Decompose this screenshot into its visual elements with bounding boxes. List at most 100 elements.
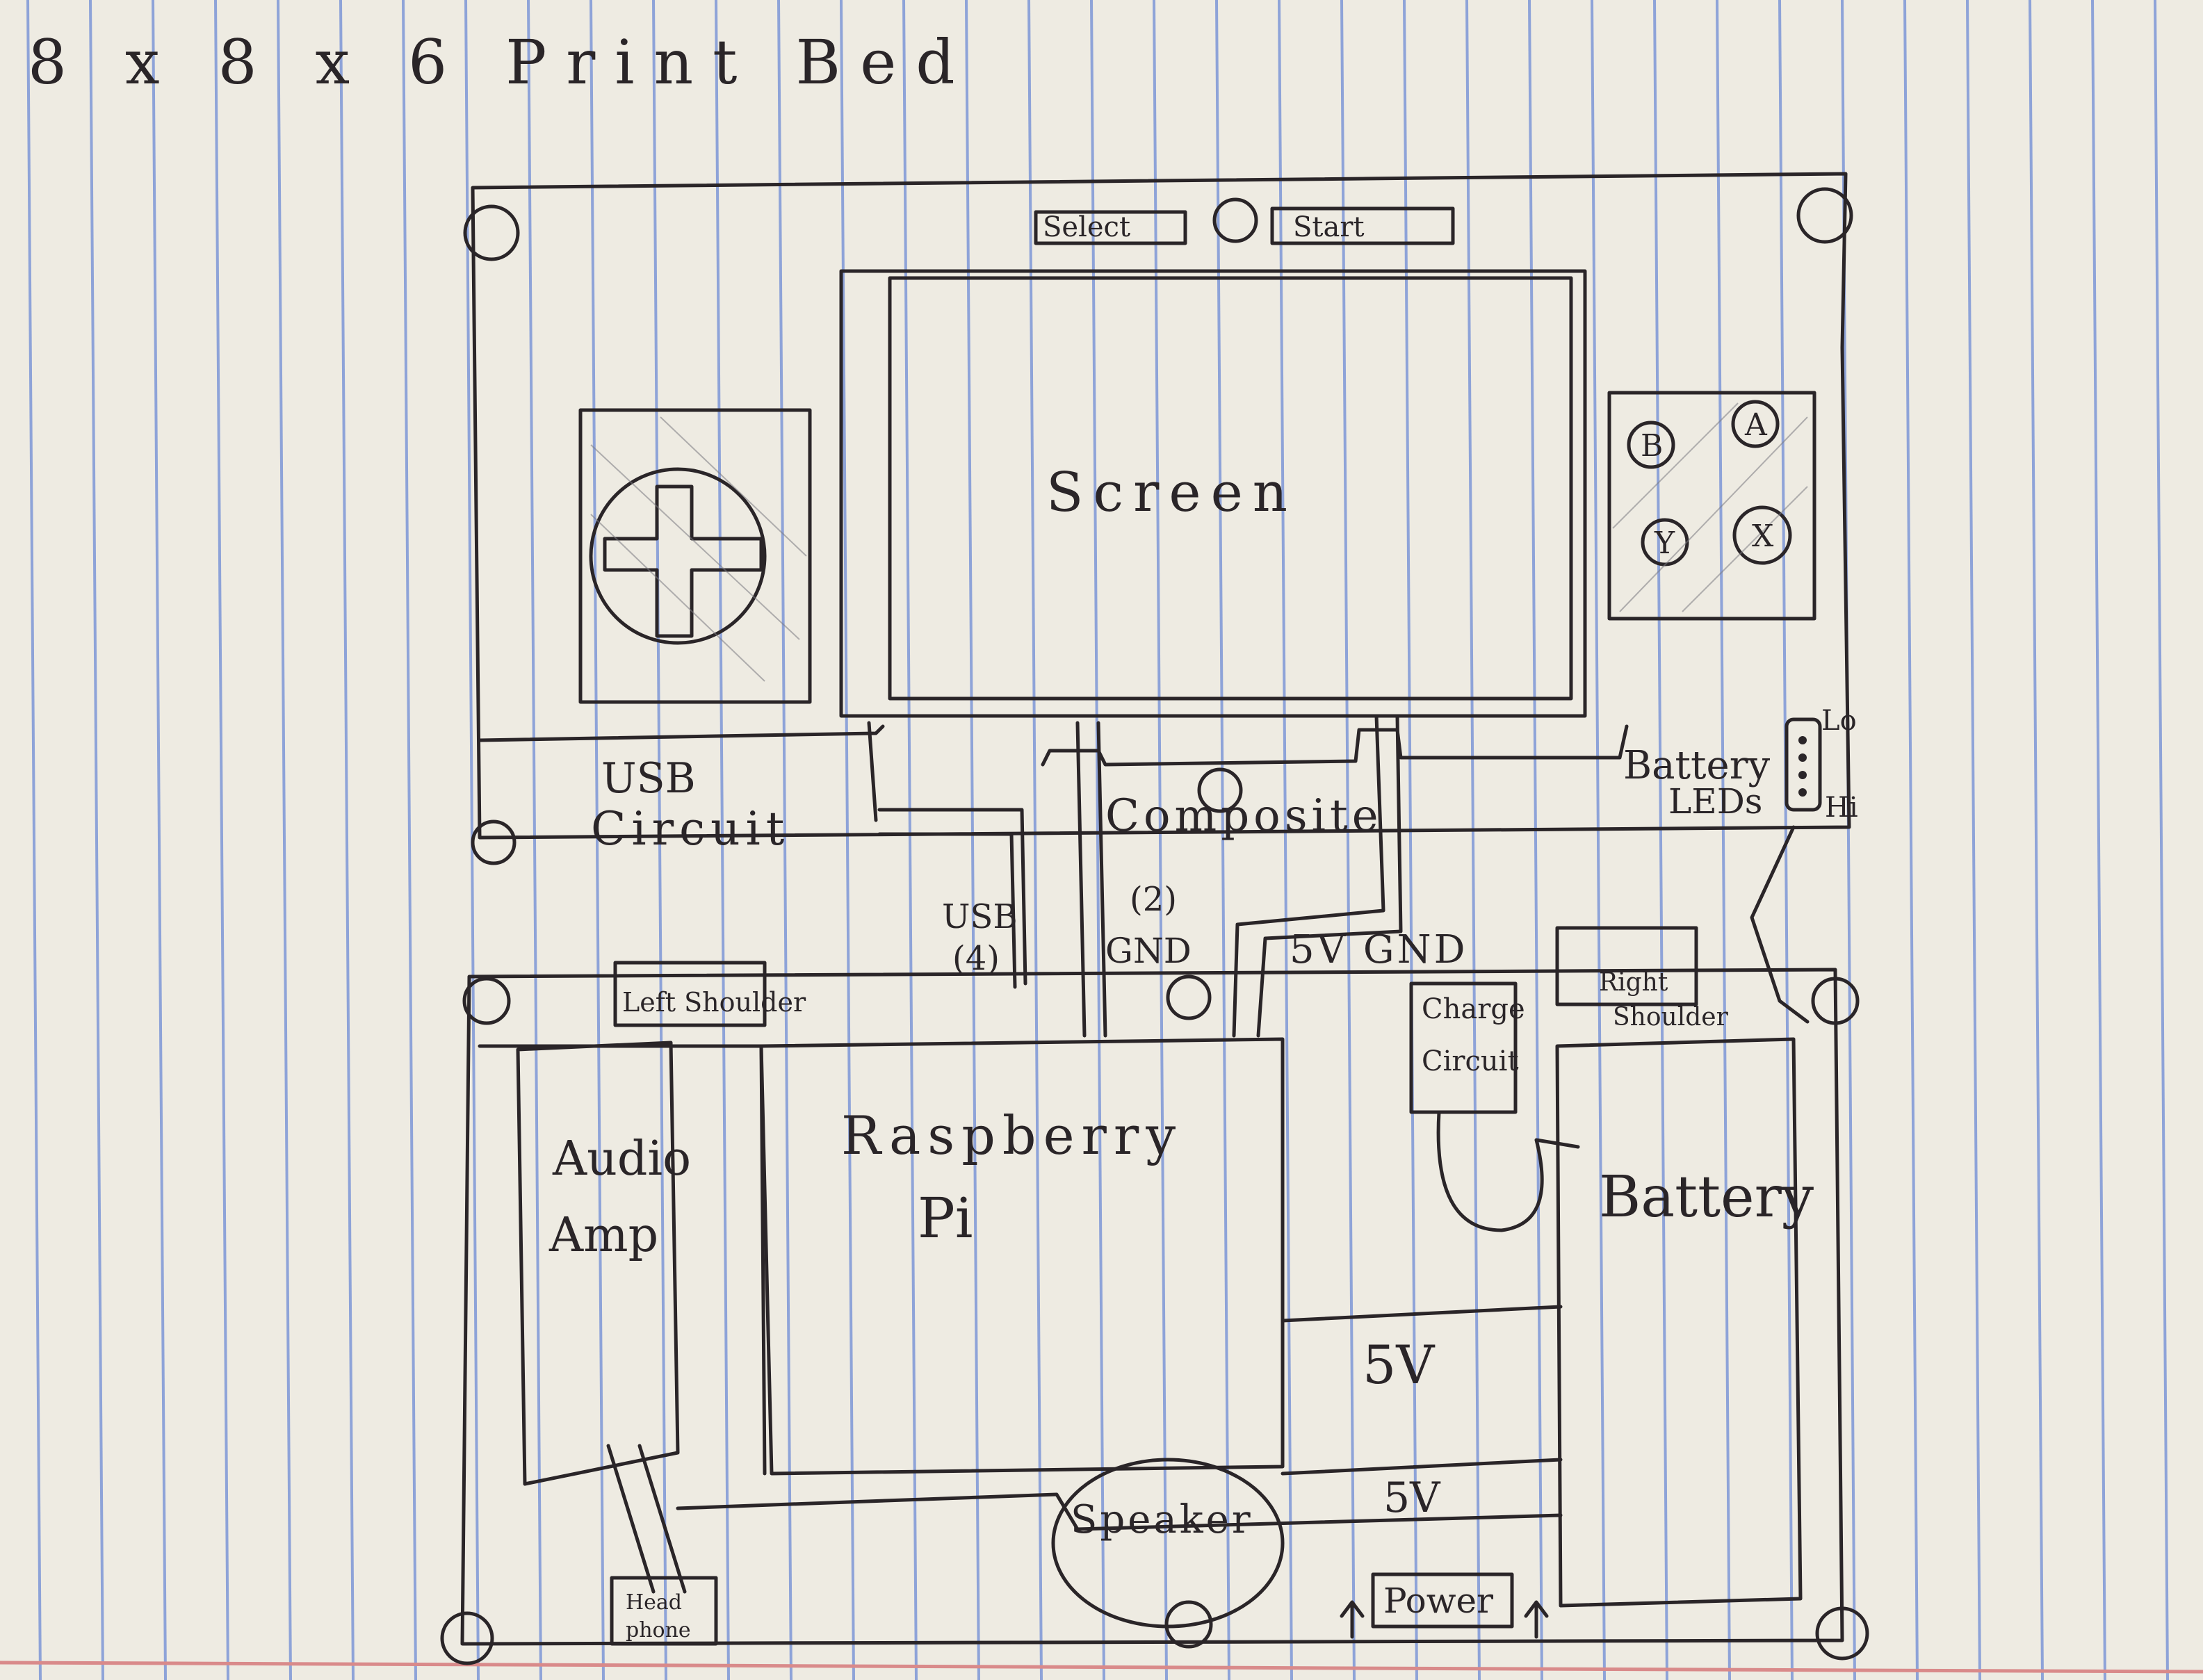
right-shoulder-button bbox=[1555, 926, 1698, 1006]
power-switch bbox=[1371, 1572, 1514, 1629]
fivev-wire bbox=[1232, 714, 1403, 1038]
label-5v-low: 5V bbox=[1383, 1474, 1441, 1522]
ruled-line bbox=[26, 0, 42, 1680]
screw-icon bbox=[462, 977, 511, 1025]
label-right-shoulder-1: Right bbox=[1599, 968, 1668, 997]
ruled-line bbox=[2154, 0, 2169, 1680]
label-battery-leds-1: Battery bbox=[1623, 743, 1770, 788]
led-dot bbox=[1798, 753, 1807, 762]
label-speaker: Speaker bbox=[1071, 1497, 1253, 1542]
label-start: Start bbox=[1293, 211, 1365, 243]
ruled-line bbox=[1340, 0, 1356, 1680]
label-screen: Screen bbox=[1046, 462, 1297, 524]
ruled-line bbox=[1528, 0, 1543, 1680]
ruled-line bbox=[1966, 0, 1981, 1680]
upper-divider bbox=[478, 724, 885, 742]
ruled-line bbox=[1027, 0, 1043, 1680]
label-usb4-2: (4) bbox=[952, 939, 1000, 978]
label-charge-2: Circuit bbox=[1422, 1045, 1519, 1077]
label-battery: Battery bbox=[1599, 1164, 1814, 1230]
label-button-b: B bbox=[1641, 428, 1663, 464]
ruled-line bbox=[1591, 0, 1606, 1680]
label-usb-circuit-1: USB bbox=[601, 754, 696, 803]
battery-led-strip bbox=[1785, 717, 1822, 812]
button-b bbox=[1627, 421, 1675, 469]
label-audio-2: Amp bbox=[548, 1208, 658, 1263]
ruled-line bbox=[1403, 0, 1418, 1680]
label-composite: Composite bbox=[1105, 790, 1383, 842]
screen-inner bbox=[888, 276, 1573, 701]
ruled-line bbox=[965, 0, 980, 1680]
screw-icon bbox=[1212, 197, 1258, 243]
ruled-line bbox=[1090, 0, 1105, 1680]
labels: 8 x 8 x 6 Print Bed Select Start Screen … bbox=[28, 26, 1858, 1642]
ruled-line bbox=[214, 0, 229, 1680]
ruled-line bbox=[902, 0, 918, 1680]
usb-circuit-divider bbox=[867, 721, 878, 822]
screw-icon bbox=[1815, 1606, 1869, 1661]
label-button-a: A bbox=[1744, 407, 1768, 443]
dpad-panel bbox=[578, 408, 812, 704]
screw-icon bbox=[1164, 1600, 1213, 1649]
label-usb-circuit-2: Circuit bbox=[591, 802, 790, 856]
label-right-shoulder-2: Shoulder bbox=[1613, 1003, 1729, 1031]
ruled-line bbox=[339, 0, 355, 1680]
gnd-wire bbox=[1075, 721, 1107, 1038]
label-gnd2-2: GND bbox=[1105, 931, 1192, 971]
label-battery-leds-2: LEDs bbox=[1668, 781, 1762, 822]
screw-icon bbox=[471, 819, 517, 865]
ruled-line bbox=[1716, 0, 1731, 1680]
left-shoulder-button bbox=[613, 961, 767, 1027]
led-dot bbox=[1798, 771, 1807, 779]
rpi-board bbox=[759, 1037, 1285, 1476]
screw-icon bbox=[1166, 974, 1212, 1020]
dpad-circle bbox=[589, 467, 767, 645]
battery-box bbox=[1555, 1037, 1803, 1608]
face-button-panel bbox=[1607, 391, 1816, 621]
screw-icon bbox=[440, 1611, 494, 1665]
led-dot bbox=[1798, 736, 1807, 744]
composite-box bbox=[1041, 724, 1629, 767]
start-button bbox=[1270, 206, 1455, 245]
label-select: Select bbox=[1043, 211, 1130, 243]
label-button-y: Y bbox=[1654, 525, 1675, 561]
label-rpi-2: Pi bbox=[918, 1186, 973, 1250]
charge-loop-wire bbox=[1436, 1110, 1580, 1232]
screw-icon bbox=[1197, 767, 1243, 813]
ruled-line bbox=[152, 0, 167, 1680]
led-dots bbox=[1798, 736, 1807, 797]
hatching bbox=[590, 402, 1808, 682]
page-title: 8 x 8 x 6 Print Bed bbox=[28, 26, 975, 98]
label-5v-gnd: 5V GND bbox=[1290, 927, 1468, 972]
charge-circuit-board bbox=[1409, 981, 1518, 1114]
label-5v-mid: 5V bbox=[1363, 1334, 1435, 1396]
label-button-x: X bbox=[1752, 519, 1774, 554]
screw-icon bbox=[1811, 977, 1860, 1025]
led-wire bbox=[1750, 825, 1810, 1024]
label-charge-1: Charge bbox=[1422, 993, 1525, 1025]
ruled-line bbox=[402, 0, 417, 1680]
ruled-line bbox=[840, 0, 855, 1680]
headphone-jack bbox=[610, 1576, 718, 1646]
margin-line bbox=[0, 1661, 2203, 1674]
button-x bbox=[1732, 505, 1792, 565]
button-a bbox=[1731, 400, 1780, 448]
power-arrows-icon bbox=[1340, 1600, 1549, 1639]
ruled-line bbox=[652, 0, 667, 1680]
label-power: Power bbox=[1383, 1581, 1493, 1621]
screw-icon bbox=[463, 204, 520, 261]
lower-body-outline bbox=[460, 968, 1844, 1646]
label-left-shoulder: Left Shoulder bbox=[622, 987, 806, 1018]
speaker-wire bbox=[676, 1492, 1563, 1531]
screw-icon bbox=[1796, 187, 1853, 244]
ruled-line bbox=[1903, 0, 1919, 1680]
label-gnd2-1: (2) bbox=[1130, 880, 1177, 919]
audio-amp-frame bbox=[478, 1044, 767, 1476]
label-head-2: phone bbox=[626, 1618, 691, 1642]
upper-body-outline bbox=[471, 172, 1851, 840]
ruled-line bbox=[527, 0, 542, 1680]
led-dot bbox=[1798, 788, 1807, 797]
ruled-line bbox=[777, 0, 792, 1680]
usb-wire bbox=[877, 808, 1027, 989]
